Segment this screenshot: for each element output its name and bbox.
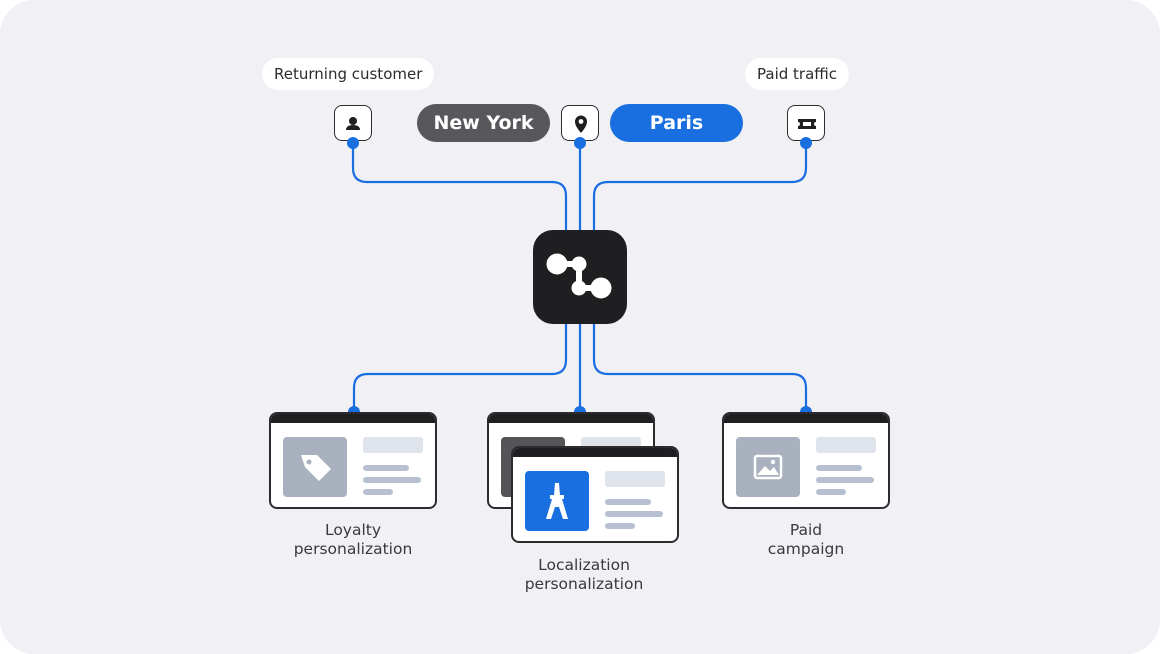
connector-dot	[347, 137, 359, 149]
connector-dot	[574, 137, 586, 149]
person-icon	[334, 105, 372, 141]
card-titlebar	[724, 414, 888, 423]
eiffel-tower-icon	[525, 471, 589, 531]
wire-returning-customer	[351, 141, 568, 234]
connection-nodes-icon	[546, 253, 612, 299]
paris-pill: Paris	[610, 104, 743, 142]
loyalty-label: Loyalty personalization	[293, 521, 413, 558]
localization-label: Localization personalization	[524, 556, 644, 593]
paid-campaign-card	[722, 412, 890, 509]
tag-icon	[283, 437, 347, 497]
connector-dot	[800, 137, 812, 149]
map-pin-icon	[561, 105, 599, 141]
new-york-pill: New York	[417, 104, 550, 142]
card-titlebar	[271, 414, 435, 423]
wire-loyalty	[352, 320, 568, 414]
localization-card	[511, 446, 679, 543]
returning-customer-label: Returning customer	[262, 58, 435, 90]
wire-paid-traffic	[592, 141, 808, 234]
image-icon	[736, 437, 800, 497]
loyalty-card	[269, 412, 437, 509]
paid-campaign-label: Paid campaign	[767, 521, 845, 558]
paid-traffic-label: Paid traffic	[745, 58, 850, 90]
ticket-icon	[787, 105, 825, 141]
hub-node	[533, 230, 627, 324]
card-titlebar	[513, 448, 677, 457]
wire-paid	[592, 320, 808, 414]
